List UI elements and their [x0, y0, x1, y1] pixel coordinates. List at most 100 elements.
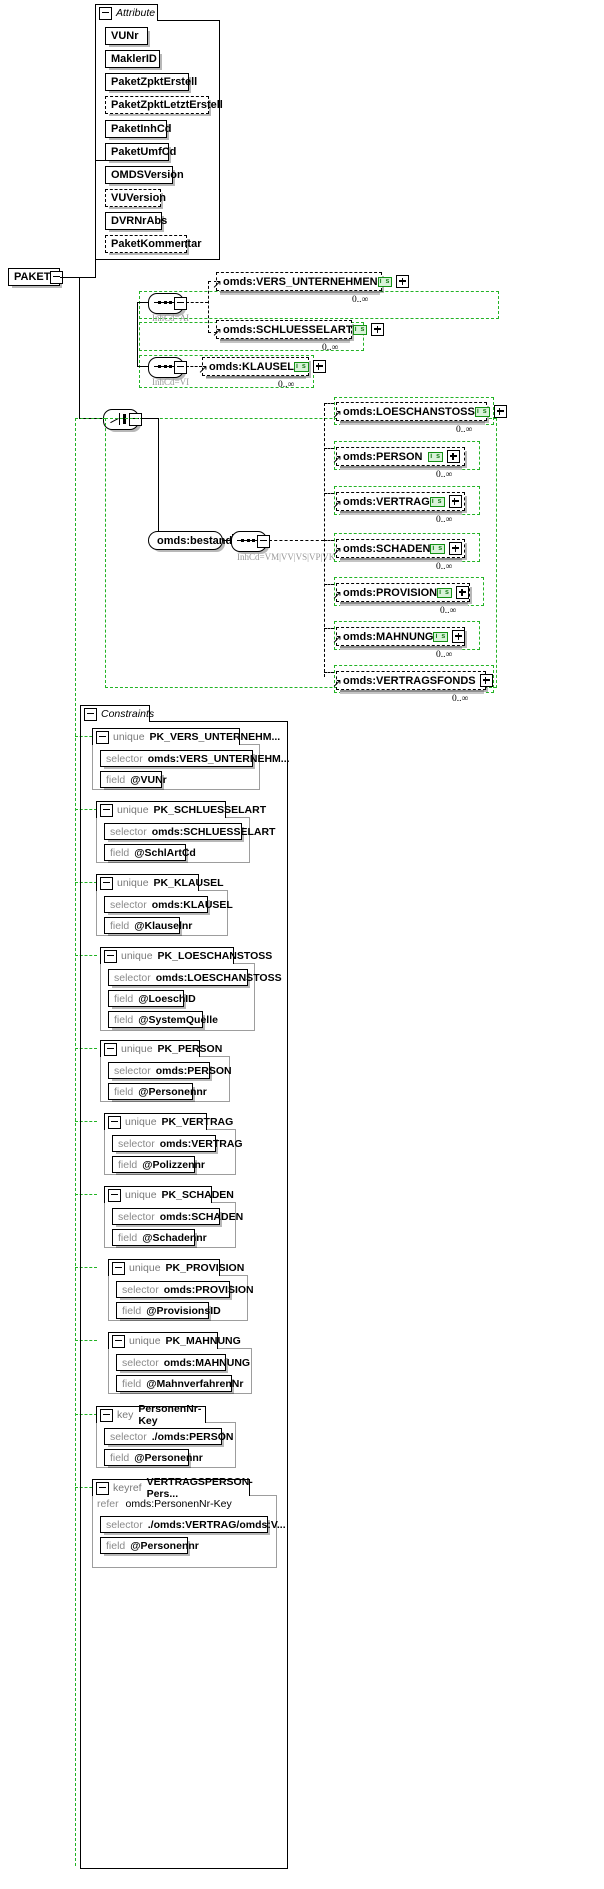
collapse-icon[interactable] [96, 1481, 109, 1495]
constraint-selector-8[interactable]: selector omds:MAHNUNG [116, 1354, 250, 1371]
constraint-field-3-0[interactable]: field @LoeschID [108, 990, 196, 1007]
ref-arrow-icon: ↗ [332, 588, 343, 602]
expand-icon[interactable] [449, 542, 463, 555]
attribute-maklerid[interactable]: MaklerID [105, 50, 160, 68]
collapse-icon[interactable] [108, 1188, 121, 1202]
collapse-icon[interactable] [112, 1334, 125, 1348]
root-paket-node[interactable]: PAKET [8, 268, 64, 286]
annotation-inhcd-bestand: InhCd=VM|VV|VS|VP|VK [237, 552, 336, 562]
type-badge: i s [430, 543, 446, 554]
collapse-icon[interactable] [100, 876, 113, 890]
attribute-paketumfcd[interactable]: PaketUmfCd [105, 143, 176, 161]
collapse-icon[interactable] [84, 707, 97, 721]
constraint-tab-7[interactable]: unique PK_PROVISION [108, 1259, 244, 1276]
constraint-tab-2[interactable]: unique PK_KLAUSEL [96, 874, 224, 891]
expand-icon[interactable] [447, 450, 460, 463]
constraint-tab-0[interactable]: unique PK_VERS_UNTERNEHM... [92, 728, 280, 745]
constraint-selector-6[interactable]: selector omds:SCHADEN [112, 1208, 243, 1225]
expand-icon[interactable] [493, 405, 507, 418]
constraint-field-6-0[interactable]: field @Schadennr [112, 1229, 207, 1246]
expand-icon[interactable] [396, 275, 410, 288]
element-mahnung[interactable]: omds:MAHNUNG i s [336, 627, 466, 646]
sequence-collapse-icon[interactable] [174, 297, 187, 310]
collapse-icon[interactable] [108, 1115, 121, 1129]
attribute-paketzpkterstell[interactable]: PaketZpktErstell [105, 73, 197, 91]
constraint-field-5-0[interactable]: field @Polizzennr [112, 1156, 205, 1173]
constraint-tab-1[interactable]: unique PK_SCHLUESSELART [96, 801, 266, 818]
type-badge: i s [377, 276, 393, 287]
dl-seq1-b2 [208, 332, 217, 333]
dl-seq1-out [186, 302, 208, 303]
constraint-field-10-0[interactable]: field @Personennr [100, 1537, 199, 1554]
attribute-vunr[interactable]: VUNr [105, 27, 148, 45]
attribute-paketzpktletzterstell[interactable]: PaketZpktLetztErstell [105, 96, 223, 114]
element-person[interactable]: omds:PERSON i s [336, 447, 465, 466]
attribute-group-tab[interactable]: Attribute [95, 4, 158, 21]
compositor-sequence-bestand[interactable] [231, 531, 270, 552]
sequence-collapse-icon[interactable] [174, 361, 187, 374]
constraints-group-tab[interactable]: Constraints [80, 705, 154, 722]
compositor-sequence-ai[interactable] [148, 293, 187, 314]
line-seq1-in [137, 302, 149, 304]
dl-seq1-b1 [208, 281, 217, 282]
constraint-tab-5[interactable]: unique PK_VERTRAG [104, 1113, 233, 1130]
collapse-icon[interactable] [112, 1261, 125, 1275]
expand-icon[interactable] [455, 586, 469, 599]
collapse-icon[interactable] [96, 730, 109, 744]
constraint-selector-4[interactable]: selector omds:PERSON [108, 1062, 232, 1079]
constraint-selector-10[interactable]: selector ./omds:VERTRAG/omds:V... [100, 1516, 286, 1533]
element-vers-unternehmen[interactable]: omds:VERS_UNTERNEHMEN i s [216, 272, 410, 291]
expand-icon[interactable] [312, 360, 326, 373]
scope-box-bestand [105, 418, 497, 688]
expand-icon[interactable] [448, 495, 462, 508]
element-vertragsfonds[interactable]: omds:VERTRAGSFONDS [336, 671, 493, 690]
constraint-field-4-0[interactable]: field @Personennr [108, 1083, 207, 1100]
constraint-tab-10[interactable]: keyref VERTRAGSPERSON-Pers... [92, 1476, 253, 1500]
element-vertrag[interactable]: omds:VERTRAG i s [336, 492, 465, 511]
constraint-field-7-0[interactable]: field @ProvisionsID [116, 1302, 221, 1319]
attribute-paketkommentar[interactable]: PaketKommentar [105, 235, 201, 253]
element-schaden[interactable]: omds:SCHADEN i s [336, 539, 465, 558]
element-klausel[interactable]: omds:KLAUSEL i s [202, 357, 326, 376]
compositor-sequence-vi[interactable] [148, 357, 187, 378]
constraint-field-3-1[interactable]: field @SystemQuelle [108, 1011, 218, 1028]
expand-icon[interactable] [452, 630, 466, 643]
constraint-field-9-0[interactable]: field @Personennr [104, 1449, 203, 1466]
constraint-selector-5[interactable]: selector omds:VERTRAG [112, 1135, 243, 1152]
line-choice-out [141, 418, 159, 420]
collapse-icon[interactable] [104, 949, 117, 963]
dl-bb-4 [324, 540, 334, 541]
shadow-bar-loeschanstoss [340, 420, 485, 425]
attribute-omdsversion[interactable]: OMDSVersion [105, 166, 184, 184]
constraint-tab-8[interactable]: unique PK_MAHNUNG [108, 1332, 241, 1349]
constraint-tab-6[interactable]: unique PK_SCHADEN [104, 1186, 234, 1203]
constraint-field-2-0[interactable]: field @Klauselnr [104, 917, 192, 934]
constraint-selector-2[interactable]: selector omds:KLAUSEL [104, 896, 233, 913]
attribute-paketinhcd[interactable]: PaketInhCd [105, 120, 172, 138]
attribute-vuversion[interactable]: VUVersion [105, 189, 166, 207]
sequence-collapse-icon[interactable] [257, 535, 270, 548]
constraint-field-1-0[interactable]: field @SchlArtCd [104, 844, 196, 861]
collapse-icon[interactable] [104, 1042, 117, 1056]
element-loeschanstoss[interactable]: omds:LOESCHANSTOSS i s [336, 402, 507, 421]
constraint-tab-9[interactable]: key PersonenNr-Key [96, 1403, 206, 1427]
constraint-tab-4[interactable]: unique PK_PERSON [100, 1040, 222, 1057]
attribute-dvrnrabs[interactable]: DVRNrAbs [105, 212, 167, 230]
annotation-inhcd-ai: InhCd=AI [152, 313, 190, 323]
constraint-selector-3[interactable]: selector omds:LOESCHANSTOSS [108, 969, 282, 986]
expand-icon[interactable] [479, 674, 493, 687]
element-schluesselart[interactable]: omds:SCHLUESSELART i s [216, 320, 385, 339]
constraint-selector-9[interactable]: selector ./omds:PERSON [104, 1428, 233, 1445]
collapse-icon[interactable] [99, 6, 112, 20]
constraint-tab-3[interactable]: unique PK_LOESCHANSTOSS [100, 947, 272, 964]
expand-icon[interactable] [371, 323, 385, 336]
constraint-field-8-0[interactable]: field @MahnverfahrenNr [116, 1375, 243, 1392]
element-provision[interactable]: omds:PROVISION i s [336, 583, 470, 602]
constraint-selector-1[interactable]: selector omds:SCHLUESSELART [104, 823, 275, 840]
constraint-selector-7[interactable]: selector omds:PROVISION [116, 1281, 254, 1298]
collapse-icon[interactable] [100, 803, 113, 817]
collapse-icon[interactable] [100, 1408, 113, 1422]
constraint-selector-0[interactable]: selector omds:VERS_UNTERNEHM... [100, 750, 290, 767]
constraint-field-0-0[interactable]: field @VUNr [100, 771, 167, 788]
element-bestand[interactable]: omds:bestand [148, 531, 246, 550]
